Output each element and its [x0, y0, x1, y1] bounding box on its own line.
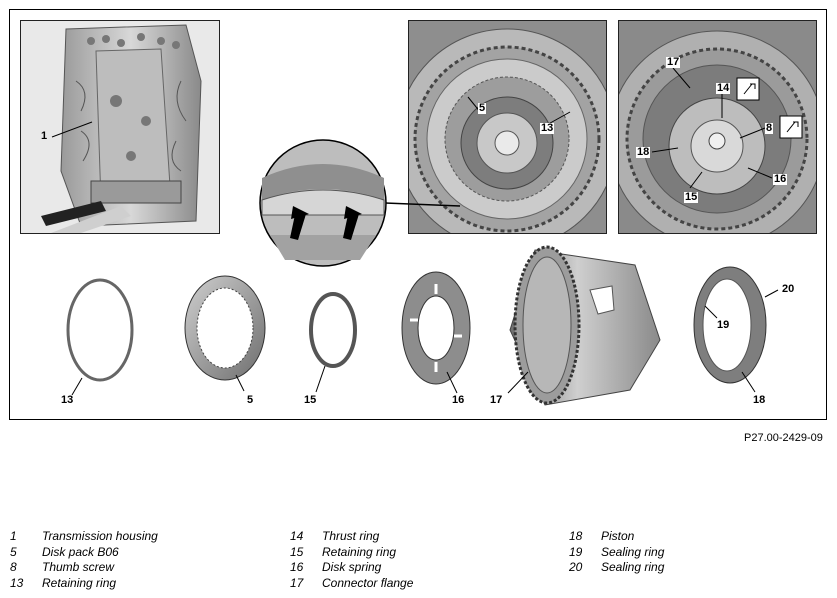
legend-number: 16	[290, 560, 304, 574]
part-label-19: 19	[717, 319, 730, 331]
part-18-piston	[693, 266, 779, 393]
legend-text: Sealing ring	[601, 544, 665, 559]
part-15-retaining-ring	[309, 292, 357, 393]
part-16-disk-spring	[401, 271, 471, 394]
legend-text: Thrust ring	[322, 529, 380, 543]
legend-text: Disk pack B06	[42, 544, 119, 559]
part-label-20: 20	[782, 283, 795, 295]
legend-number: 19	[569, 544, 583, 559]
callout-18: 18	[636, 146, 651, 158]
legend-text: Transmission housing	[42, 529, 158, 543]
figure-reference: P27.00-2429-09	[744, 432, 823, 444]
legend-number: 17	[290, 575, 304, 590]
legend-text: Connector flange	[322, 575, 414, 590]
callout-17: 17	[666, 56, 681, 68]
photo-transmission-housing	[20, 20, 220, 234]
part-label-15: 15	[304, 394, 317, 406]
legend-text: Piston	[601, 529, 635, 543]
legend-number: 13	[10, 575, 24, 590]
callout-15: 15	[684, 191, 699, 203]
legend-number: 15	[290, 544, 304, 559]
part-17-connector-flange	[507, 245, 661, 406]
tool-symbol-icon	[779, 115, 803, 139]
arrow-icon	[290, 206, 309, 240]
legend-number: 5	[10, 544, 17, 559]
legend-text: Retaining ring	[42, 575, 117, 590]
legend-text: Disk spring	[322, 560, 382, 574]
callout-5: 5	[478, 102, 487, 114]
callout-13: 13	[540, 122, 555, 134]
part-label-17: 17	[490, 394, 503, 406]
legend-text: Retaining ring	[322, 544, 397, 559]
part-label-5: 5	[247, 394, 254, 406]
legend-number: 20	[569, 560, 583, 574]
callout-1: 1	[41, 130, 48, 142]
part-label-18: 18	[753, 394, 766, 406]
callout-14: 14	[716, 82, 731, 94]
magnifier-connector-line	[384, 202, 461, 207]
legend-text: Thumb screw	[42, 560, 115, 574]
legend-number: 14	[290, 529, 304, 543]
part-label-16: 16	[452, 394, 465, 406]
magnifier-detail	[259, 139, 387, 267]
photo-disk-pack-installed	[408, 20, 607, 234]
tool-symbol-icon	[736, 77, 760, 101]
part-label-13: 13	[61, 394, 74, 406]
photo-connector-flange-installed	[618, 20, 817, 234]
legend-number: 1	[10, 529, 17, 543]
part-13-retaining-ring	[66, 278, 134, 396]
legend-number: 8	[10, 560, 17, 574]
legend-number: 18	[569, 529, 583, 543]
part-5-disk-pack	[184, 275, 266, 392]
arrow-icon	[343, 206, 362, 240]
callout-16: 16	[773, 173, 788, 185]
callout-8: 8	[765, 122, 774, 134]
legend-text: Sealing ring	[601, 560, 665, 574]
